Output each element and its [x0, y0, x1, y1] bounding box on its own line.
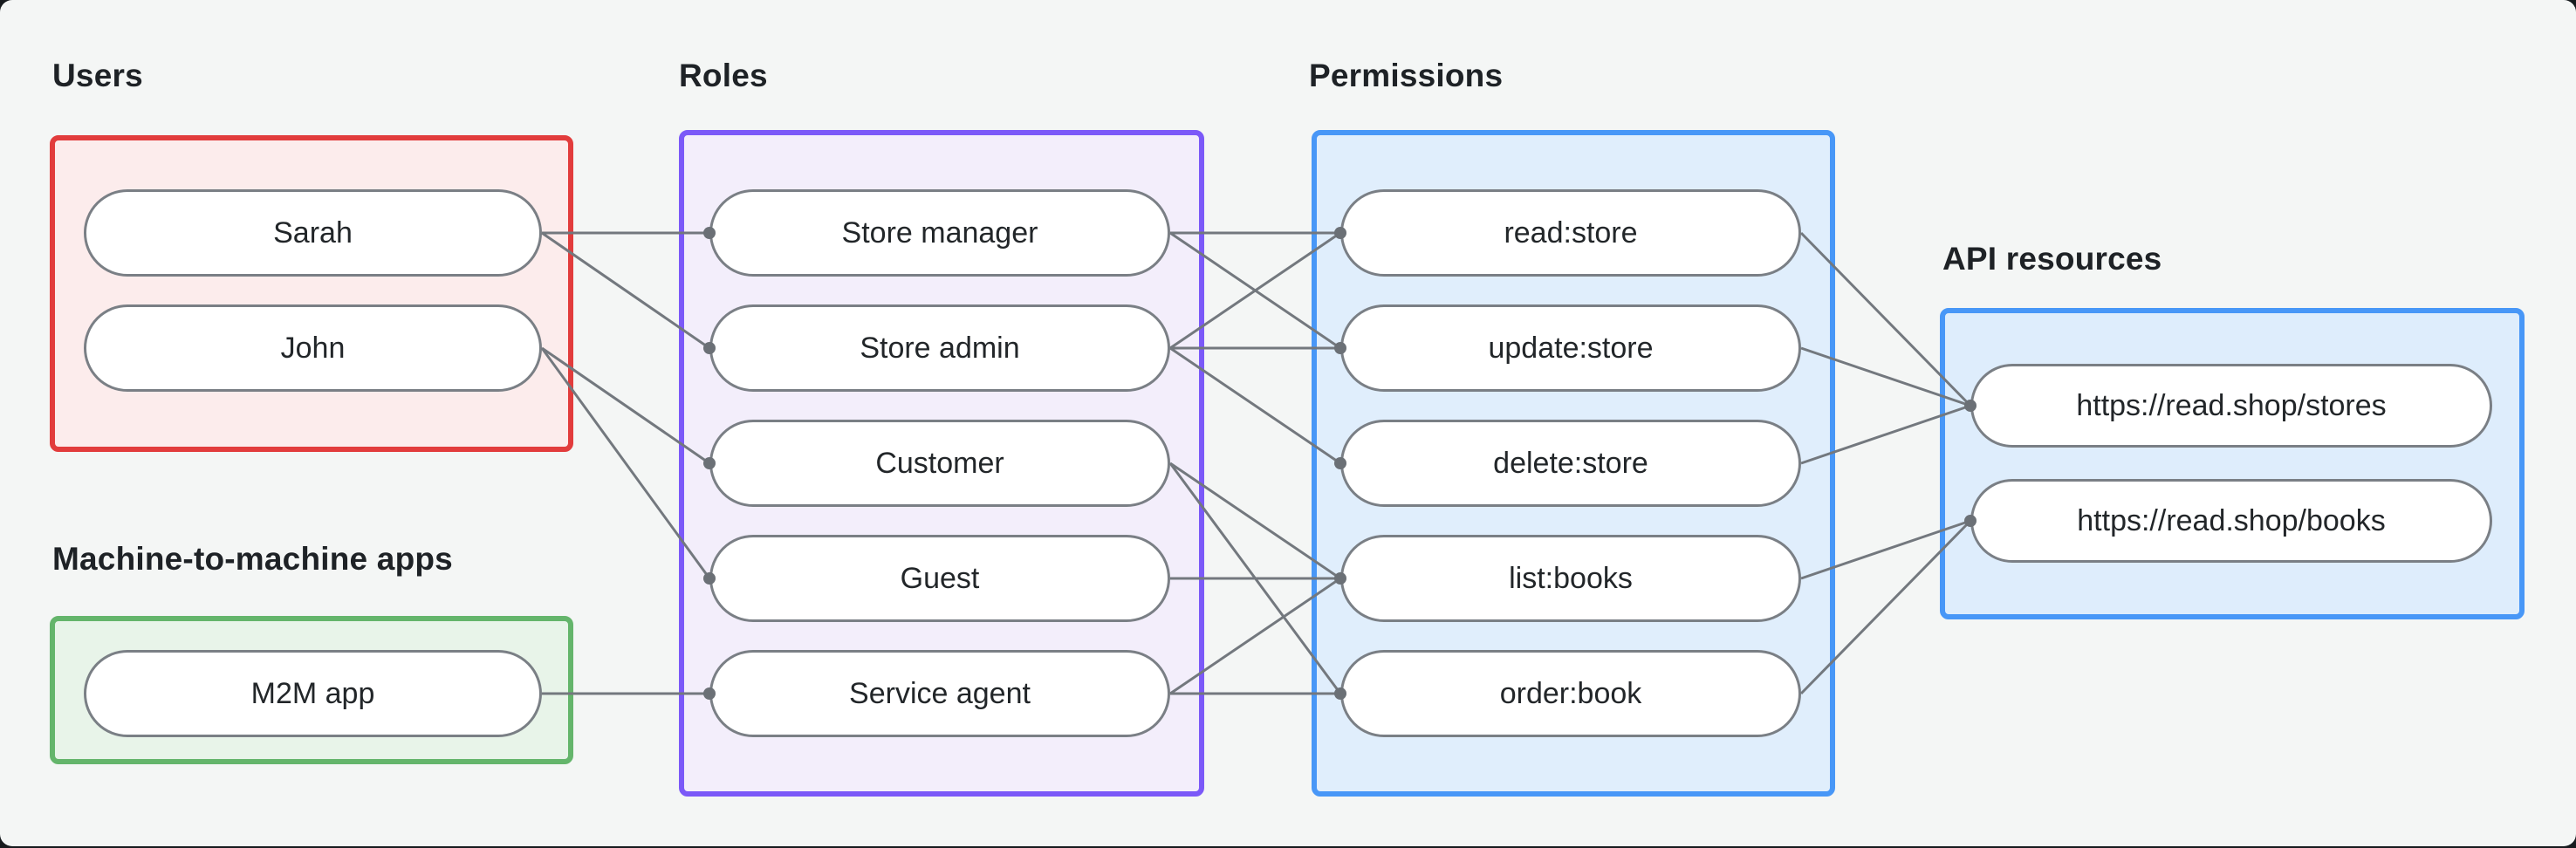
node-api-resource-stores: https://read.shop/stores — [1970, 364, 2492, 448]
node-label: read:store — [1504, 215, 1638, 250]
node-permission-read-store: read:store — [1340, 189, 1801, 277]
node-api-resource-books: https://read.shop/books — [1970, 479, 2492, 563]
node-permission-delete-store: delete:store — [1340, 420, 1801, 507]
node-role-store-admin: Store admin — [709, 304, 1170, 392]
node-label: update:store — [1488, 331, 1654, 365]
m2m-group-label: Machine-to-machine apps — [52, 541, 453, 577]
node-user-john: John — [84, 304, 542, 392]
node-label: Service agent — [849, 676, 1031, 710]
roles-group-label: Roles — [679, 58, 768, 93]
node-permission-update-store: update:store — [1340, 304, 1801, 392]
node-label: M2M app — [250, 676, 375, 710]
node-label: delete:store — [1493, 446, 1648, 480]
node-permission-order-book: order:book — [1340, 650, 1801, 737]
node-label: https://read.shop/books — [2077, 503, 2386, 537]
node-label: https://read.shop/stores — [2076, 388, 2387, 422]
node-label: list:books — [1509, 561, 1633, 595]
users-group-label: Users — [52, 58, 143, 93]
api-resources-group-box — [1940, 308, 2525, 619]
api-resources-group-label: API resources — [1942, 241, 2162, 277]
node-user-sarah: Sarah — [84, 189, 542, 277]
node-role-customer: Customer — [709, 420, 1170, 507]
node-role-guest: Guest — [709, 535, 1170, 622]
node-permission-list-books: list:books — [1340, 535, 1801, 622]
users-group-box — [50, 135, 573, 452]
node-label: Guest — [900, 561, 980, 595]
node-m2m-app: M2M app — [84, 650, 542, 737]
node-label: Store admin — [860, 331, 1020, 365]
node-role-service-agent: Service agent — [709, 650, 1170, 737]
node-label: Customer — [875, 446, 1004, 480]
node-label: Store manager — [841, 215, 1038, 250]
permissions-group-label: Permissions — [1309, 58, 1504, 93]
node-label: Sarah — [273, 215, 353, 250]
node-label: John — [280, 331, 346, 365]
node-role-store-manager: Store manager — [709, 189, 1170, 277]
node-label: order:book — [1499, 676, 1642, 710]
